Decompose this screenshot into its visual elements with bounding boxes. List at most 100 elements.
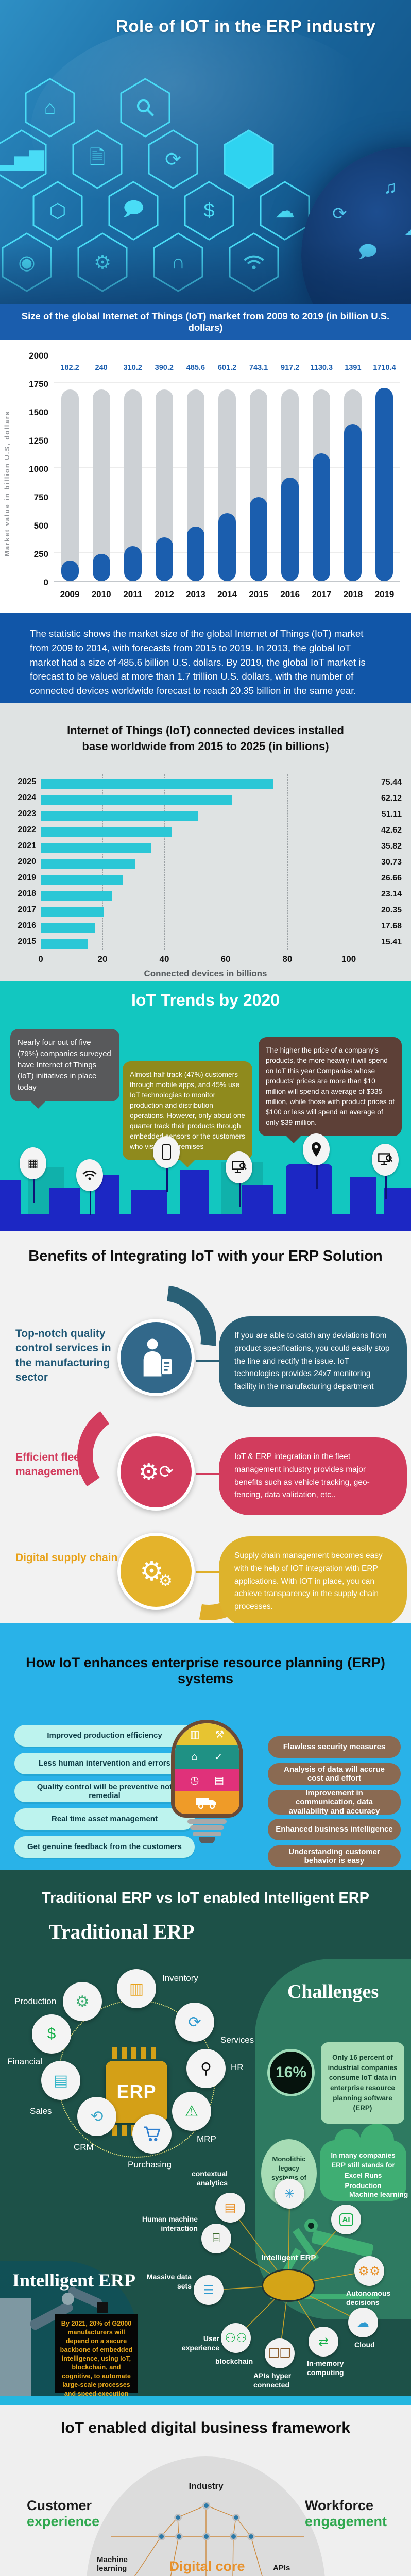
iot-trends-section: IoT Trends by 2020 Nearly four out of fi… bbox=[0, 981, 411, 1231]
cloud-bubble: In many companies ERP still stands for E… bbox=[320, 2124, 406, 2201]
y-tick: 1500 bbox=[29, 408, 48, 417]
production-icon: ⚙ bbox=[63, 1982, 102, 2021]
truck-loading-icon: ▥⚒ bbox=[175, 1723, 239, 1745]
market-chart-title-band: Size of the global Internet of Things (I… bbox=[0, 304, 411, 340]
delivery-truck-icon bbox=[175, 1791, 239, 1814]
gridline bbox=[164, 774, 165, 950]
satellite-label: User experience bbox=[181, 2334, 219, 2352]
x-tick: 80 bbox=[282, 954, 293, 964]
tablet-analytics-icon: ▤ bbox=[215, 2193, 245, 2223]
benefit-text-2: IoT & ERP integration in the fleet manag… bbox=[219, 1437, 407, 1516]
hr-icon: ⚲ bbox=[186, 2049, 226, 2088]
module-label: Purchasing bbox=[128, 2160, 172, 2170]
page-title: Role of IOT in the ERP industry bbox=[116, 16, 376, 36]
benefits-section: Benefits of Integrating IoT with your ER… bbox=[0, 1231, 411, 1623]
module-label: HR bbox=[231, 2062, 244, 2072]
x-tick: 100 bbox=[341, 954, 356, 964]
module-label: CRM bbox=[74, 2142, 94, 2152]
challenges-panel: Challenges 16% Only 16 percent of indust… bbox=[255, 1959, 411, 2319]
x-axis-label: Connected devices in billions bbox=[144, 969, 267, 978]
benefit-label-2: Efficient fleet management bbox=[15, 1451, 83, 1478]
x-tick: 0 bbox=[38, 954, 43, 964]
traditional-erp-heading: Traditional ERP bbox=[49, 1920, 195, 1943]
purchasing-icon bbox=[132, 2114, 172, 2154]
dollar-icon: $ bbox=[182, 180, 236, 241]
benefit-label-3: Digital supply chain bbox=[15, 1552, 118, 1564]
monitor-search-icon bbox=[226, 1151, 252, 1207]
financial-icon: $ bbox=[32, 2014, 71, 2054]
supply-gears-icon: ⚙⚙ bbox=[117, 1533, 195, 1610]
market-note-band: The statistic shows the market size of t… bbox=[0, 613, 411, 703]
x-tick: 20 bbox=[97, 954, 108, 964]
stat-16-percent: 16% bbox=[267, 2049, 315, 2096]
y-tick: 250 bbox=[33, 549, 48, 559]
market-chart-title: Size of the global Internet of Things (I… bbox=[21, 311, 390, 333]
cloud-icon: ☁ bbox=[404, 219, 411, 240]
divider bbox=[0, 2396, 411, 2405]
erp-enhancement-section: How IoT enhances enterprise resource pla… bbox=[0, 1623, 411, 1870]
satellite-label: Massive data sets bbox=[146, 2273, 192, 2291]
linked-blocks-icon: ❒❒ bbox=[265, 2338, 295, 2368]
home-icon: ⌂ bbox=[23, 77, 77, 138]
mrp-icon: ⚠ bbox=[172, 2092, 211, 2131]
enhance-left-1: Improved production efficiency bbox=[14, 1725, 195, 1747]
node-digital-core: Digital core bbox=[169, 2558, 245, 2574]
comparison-section: Traditional ERP vs IoT enabled Intellige… bbox=[0, 1870, 411, 2396]
lightbulb-graphic: ▥⚒ ⌂✓ ◷▤ bbox=[171, 1720, 243, 1843]
fleet-person-gear-icon: ⚙⟳ bbox=[117, 1433, 195, 1511]
city-skyline bbox=[0, 1149, 411, 1231]
benefit-label-1: Top-notch quality control services in th… bbox=[15, 1328, 111, 1384]
enhance-left-5: Get genuine feedback from the customers bbox=[14, 1836, 195, 1858]
satellite-label: Cloud bbox=[354, 2341, 375, 2349]
solid-hexagon-icon bbox=[222, 129, 276, 190]
sales-icon: ▤ bbox=[41, 2061, 80, 2100]
enhance-left-4: Real time asset management bbox=[14, 1808, 195, 1830]
challenges-heading: Challenges bbox=[287, 1981, 379, 2003]
enhance-right-5: Understanding customer behavior is easy bbox=[268, 1845, 401, 1867]
trend-bubble-1: Nearly four out of five (79%) companies … bbox=[10, 1029, 119, 1109]
iot-market-bar-chart: Market value in billion U.S, dollars 200… bbox=[0, 340, 411, 613]
benefit-text-3: Supply chain management becomes easy wit… bbox=[219, 1536, 407, 1623]
chat-icon: 🗩 bbox=[107, 180, 160, 241]
intelligent-erp-hub bbox=[262, 2269, 315, 2302]
module-label: Financial bbox=[7, 2057, 43, 2066]
shuffle-arrows-icon: ⇄ bbox=[309, 2327, 338, 2357]
satellite-label: APIs hyper connected bbox=[253, 2371, 292, 2389]
refresh-icon: ⟳ bbox=[332, 204, 347, 224]
data-list-icon: ☰ bbox=[194, 2275, 224, 2305]
enhance-left-2: Less human intervention and errors bbox=[14, 1753, 195, 1774]
satellite-label: Autonomous decisions bbox=[346, 2289, 391, 2307]
document-icon: 🗎 bbox=[71, 129, 124, 190]
node-machine-learning: Machine learning bbox=[97, 2555, 128, 2573]
gears-icon: ⚙⚙ bbox=[354, 2256, 384, 2286]
warehouse-clipboard-icons: ⌂✓ bbox=[175, 1745, 239, 1769]
y-tick: 750 bbox=[33, 493, 48, 502]
enhance-title: How IoT enhances enterprise resource pla… bbox=[26, 1655, 385, 1686]
connected-devices-chart: Internet of Things (IoT) connected devic… bbox=[0, 703, 411, 981]
crm-icon: ⟲ bbox=[77, 2097, 116, 2136]
satellite-label: contextual analytics bbox=[191, 2170, 228, 2188]
satellite-label: Machine learning bbox=[349, 2190, 408, 2198]
y-tick: 0 bbox=[43, 578, 48, 587]
bar-chart-icon: ▂▅▇ bbox=[0, 129, 48, 190]
stat-text: Only 16 percent of industrial companies … bbox=[321, 2042, 404, 2124]
enhance-right-3: Improvement in communication, data avail… bbox=[268, 1789, 401, 1816]
module-label: Inventory bbox=[162, 1973, 198, 1983]
network-dot bbox=[202, 2502, 210, 2510]
gridline bbox=[287, 774, 288, 950]
